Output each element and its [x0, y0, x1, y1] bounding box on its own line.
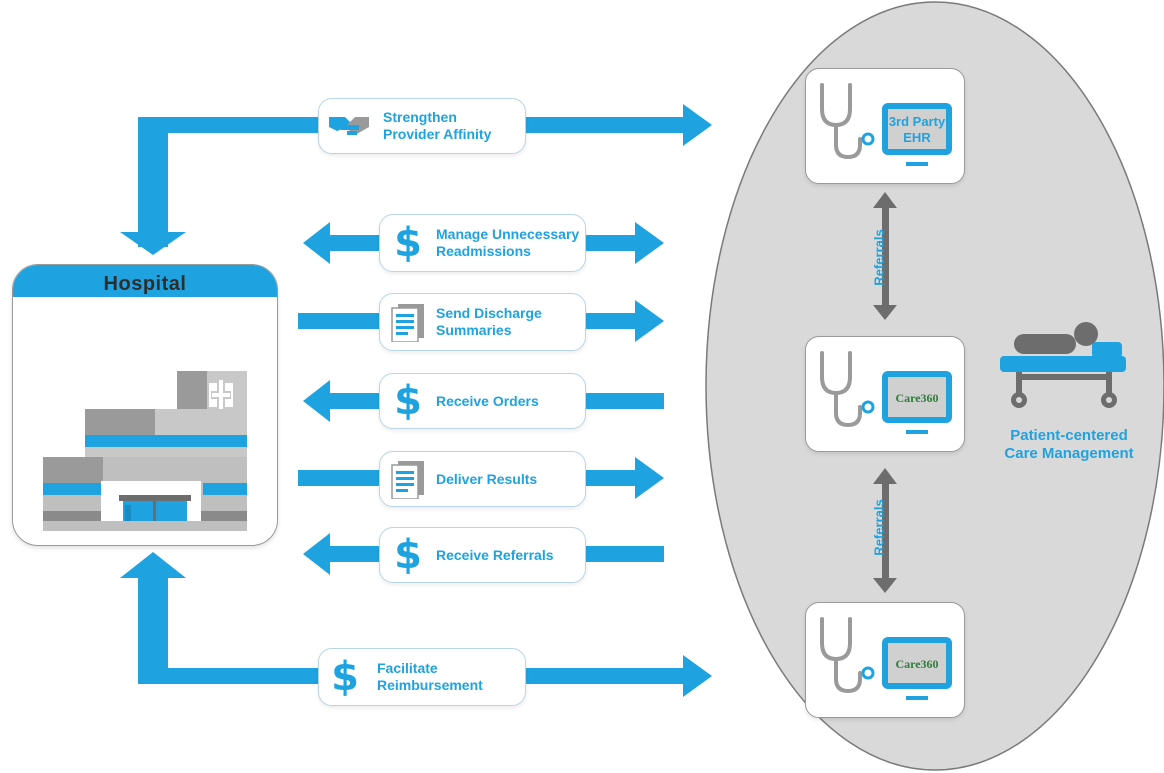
flow-pill-results: Deliver Results — [379, 451, 586, 507]
referrals-label-top: Referrals — [871, 229, 887, 286]
flow-label-discharge: Send Discharge Summaries — [436, 305, 542, 338]
dollar-icon: $ — [394, 532, 422, 578]
hospital-building-icon — [43, 371, 247, 531]
screen-line2: EHR — [903, 130, 931, 145]
stethoscope-icon — [820, 83, 875, 160]
hospital-header: Hospital — [13, 265, 277, 297]
flow-pill-discharge: Send Discharge Summaries — [379, 293, 586, 351]
flow-label-readmissions: Manage Unnecessary Readmissions — [436, 226, 580, 259]
discharge-connector — [298, 300, 664, 342]
strengthen-connector — [120, 104, 712, 255]
patient-care-label: Patient-centered Care Management — [1004, 427, 1134, 462]
care360-logo: Care360 — [895, 657, 938, 671]
flow-pill-orders: $ Receive Orders — [379, 373, 586, 429]
practice-bottom-graphic: Care360 — [820, 617, 952, 700]
flow-pill-reimbursement: $ Facilitate Reimbursement — [318, 648, 526, 706]
monitor-icon: Care360 — [882, 371, 952, 434]
flow-label-results: Deliver Results — [436, 470, 538, 487]
hospital-card: Hospital — [12, 264, 278, 546]
monitor-icon: Care360 — [882, 637, 952, 700]
patient-bed-icon — [1000, 322, 1126, 408]
handshake-icon — [327, 104, 371, 148]
results-connector — [298, 457, 664, 499]
screen-line1: 3rd Party — [889, 114, 946, 129]
practice-card-middle: Care360 — [805, 336, 965, 452]
flow-pill-referrals: $ Receive Referrals — [379, 527, 586, 583]
flow-label-orders: Receive Orders — [436, 392, 539, 409]
referrals-connector — [303, 533, 664, 575]
care360-logo: Care360 — [895, 391, 938, 405]
document-icon — [386, 300, 430, 344]
stethoscope-icon — [820, 617, 875, 694]
document-icon — [386, 457, 430, 501]
dollar-icon: $ — [331, 654, 359, 700]
referrals-label-bottom: Referrals — [871, 499, 887, 556]
referral-arrow-bottom — [873, 468, 897, 593]
flow-pill-strengthen: Strengthen Provider Affinity — [318, 98, 526, 154]
dollar-icon: $ — [394, 220, 422, 266]
dollar-icon: $ — [394, 378, 422, 424]
practice-card-top: 3rd Party EHR — [805, 68, 965, 184]
hospital-title: Hospital — [103, 273, 187, 295]
stethoscope-icon — [820, 351, 875, 428]
flow-label-strengthen: Strengthen Provider Affinity — [383, 109, 492, 142]
flow-label-reimbursement: Facilitate Reimbursement — [377, 660, 483, 693]
practice-middle-graphic: Care360 — [820, 351, 952, 434]
reimbursement-connector — [120, 552, 712, 697]
monitor-icon: 3rd Party EHR — [882, 103, 952, 166]
practice-top-graphic: 3rd Party EHR — [820, 83, 952, 166]
flow-pill-readmissions: $ Manage Unnecessary Readmissions — [379, 214, 586, 272]
practice-card-bottom: Care360 — [805, 602, 965, 718]
referral-arrow-top — [873, 192, 897, 320]
readmissions-connector — [303, 222, 664, 264]
flow-label-referrals: Receive Referrals — [436, 546, 554, 563]
orders-connector — [303, 380, 664, 422]
